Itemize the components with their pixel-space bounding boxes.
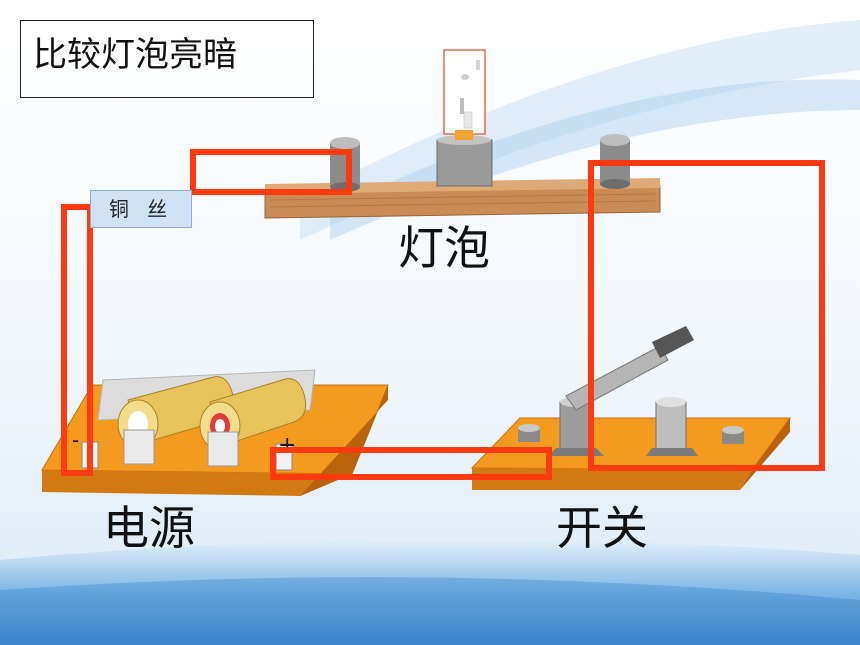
wire-segment-top xyxy=(190,149,352,195)
bulb-socket xyxy=(436,135,493,187)
wire-segment-left xyxy=(61,204,93,476)
wire-highlights xyxy=(61,149,825,480)
title-box: 比较灯泡亮暗 xyxy=(20,20,314,98)
wire-segment-right xyxy=(588,160,825,471)
switch-screw-right xyxy=(722,426,744,444)
battery-positive-sign: + xyxy=(278,433,296,458)
switch-screw-left xyxy=(518,424,540,442)
switch-label: 开关 xyxy=(556,501,648,555)
bulb-label: 灯泡 xyxy=(398,221,490,275)
bulb-left-terminal xyxy=(330,137,360,192)
wire-segment-bottom xyxy=(270,447,552,480)
copper-wire-label: 铜 丝 xyxy=(90,190,192,228)
power-label: 电源 xyxy=(103,501,195,555)
switch-contact xyxy=(646,397,698,456)
slide-title: 比较灯泡亮暗 xyxy=(33,35,237,75)
bulb xyxy=(443,49,486,140)
battery-negative-sign: - xyxy=(72,428,79,452)
